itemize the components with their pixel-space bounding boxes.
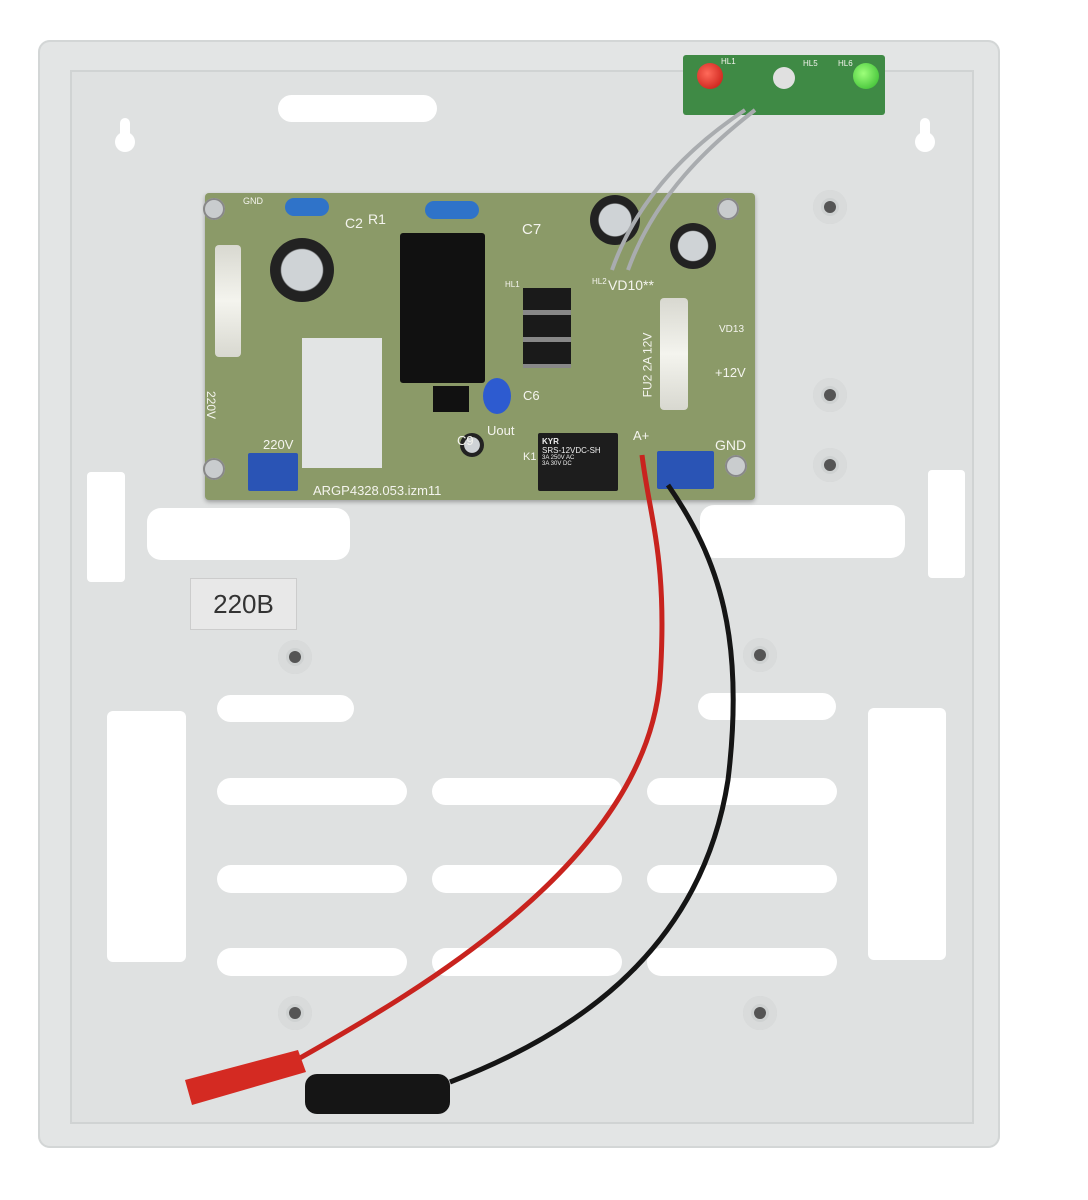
silkscreen-label: +12V [715, 365, 746, 380]
relay-rating: 3A 30V DC [542, 461, 572, 467]
ribbon-cable [610, 108, 747, 271]
red-wire [298, 454, 665, 1061]
power-supply-pcb: KYR SRS-12VDC-SH 3A 250V AC 3A 30V DC GN… [203, 193, 755, 500]
screw [203, 198, 225, 220]
vent-slot [647, 778, 837, 805]
relay-rating: 3A 250V AC [542, 455, 575, 461]
side-opening [928, 470, 965, 578]
black-wire [449, 483, 736, 1085]
side-opening [87, 472, 125, 582]
screw [725, 455, 747, 477]
vent-slot [217, 695, 354, 722]
capacitor [670, 223, 716, 269]
silkscreen-label: GND [715, 437, 747, 453]
vent-slot [147, 508, 350, 560]
vent-slot [700, 505, 905, 558]
green-led [853, 63, 879, 89]
silkscreen-label: C6 [523, 388, 540, 403]
mounting-hole [813, 378, 847, 412]
silkscreen-label: K1 [523, 451, 537, 463]
vent-slot [217, 948, 407, 976]
fuse [215, 245, 241, 357]
silkscreen-label: VD13 [719, 324, 745, 335]
transformer [400, 233, 485, 383]
silkscreen-label: C7 [522, 221, 542, 238]
fuse [660, 298, 688, 410]
vent-slot [217, 778, 407, 805]
screw [203, 458, 225, 480]
relay-model: SRS-12VDC-SH [542, 446, 601, 455]
y-capacitor [425, 201, 479, 219]
silkscreen-label: HL1 [721, 57, 736, 66]
pcb-part-number: ARGP4328.053.izm11 [313, 483, 442, 498]
screw [717, 198, 739, 220]
red-led [697, 63, 723, 89]
trimmer-potentiometer [483, 378, 511, 414]
silkscreen-label: C9 [457, 433, 474, 448]
vent-slot [698, 693, 836, 720]
silkscreen-label: HL5 [803, 59, 818, 68]
voltage-label: 220B [190, 578, 297, 630]
keyhole-mount-left [112, 118, 138, 158]
diodes [523, 288, 571, 368]
relay-brand: KYR [542, 437, 559, 446]
silkscreen-label: C2 [345, 215, 363, 231]
keyhole-mount-right [912, 118, 938, 158]
silkscreen-label: GND [243, 196, 263, 206]
terminal-block-220v [248, 453, 298, 491]
capacitor-c9 [460, 433, 484, 457]
black-wire-terminal [305, 1074, 450, 1114]
vent-slot [278, 95, 437, 122]
capacitor [590, 195, 640, 245]
side-opening [868, 708, 946, 960]
mounting-hole [278, 996, 312, 1030]
silkscreen-label: VD10** [608, 277, 654, 293]
silkscreen-label: 220V [263, 437, 294, 452]
silkscreen-label: HL1 [505, 280, 520, 289]
silkscreen-label: HL6 [838, 59, 853, 68]
vent-slot [647, 865, 837, 893]
vent-slot [647, 948, 837, 976]
relay-k1: KYR SRS-12VDC-SH 3A 250V AC 3A 30V DC [538, 433, 618, 491]
ribbon-cable [626, 108, 757, 271]
capacitor-c1 [270, 238, 334, 302]
silkscreen-label: Uout [487, 423, 515, 438]
red-wire-terminal [185, 1050, 306, 1105]
led-indicator-board: HL1 HL5 HL6 [683, 55, 885, 115]
silkscreen-label: HL2 [592, 277, 607, 286]
mounting-hole [743, 638, 777, 672]
vent-slot [432, 778, 622, 805]
mounting-hole [743, 996, 777, 1030]
mounting-hole [813, 190, 847, 224]
side-opening [107, 711, 186, 962]
mounting-hole [278, 640, 312, 674]
silkscreen-label: R1 [368, 211, 386, 227]
terminal-block-12v [657, 451, 714, 489]
y-capacitor [285, 198, 329, 216]
silkscreen-label: A+ [633, 428, 650, 443]
vent-slot [432, 865, 622, 893]
optocoupler [433, 386, 469, 412]
mounting-hole [813, 448, 847, 482]
heatsink [302, 338, 382, 468]
led-component [773, 67, 795, 89]
vent-slot [217, 865, 407, 893]
